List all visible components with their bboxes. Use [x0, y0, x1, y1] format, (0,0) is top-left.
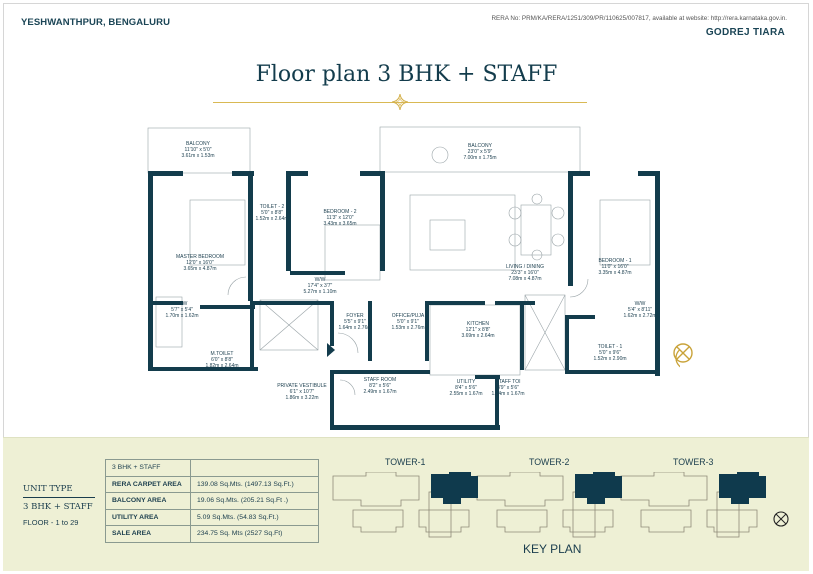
row-value: 5.09 Sq.Mts. (54.83 Sq.Ft.) — [190, 508, 319, 526]
table-row: RERA CARPET AREA 139.08 Sq.Mts. (1497.13… — [105, 475, 319, 493]
svg-text:8'2" x 5'6": 8'2" x 5'6" — [369, 383, 391, 389]
title-divider — [213, 102, 587, 103]
rera-note: RERA No: PRM/KA/RERA/1251/309/PR/110625/… — [491, 15, 787, 22]
svg-text:5'0" x 9'6": 5'0" x 9'6" — [599, 350, 621, 356]
svg-text:STAFF TOI: STAFF TOI — [495, 379, 520, 385]
floor-range: FLOOR - 1 to 29 — [23, 518, 79, 527]
svg-text:TOILET - 2: TOILET - 2 — [260, 204, 285, 210]
svg-text:12'0" x 16'0": 12'0" x 16'0" — [186, 260, 214, 266]
svg-text:M.TOILET: M.TOILET — [211, 351, 234, 357]
tower-3-label: TOWER-3 — [673, 457, 714, 467]
north-compass-icon — [673, 343, 693, 363]
svg-text:1.52m x 2.90m: 1.52m x 2.90m — [593, 356, 626, 362]
row-value: 19.06 Sq.Mts. (205.21 Sq.Ft .) — [190, 492, 319, 510]
svg-text:W/W: W/W — [177, 301, 188, 307]
svg-text:6'0" x 8'8": 6'0" x 8'8" — [211, 357, 233, 363]
svg-text:KITCHEN: KITCHEN — [467, 321, 489, 327]
svg-text:BEDROOM - 1: BEDROOM - 1 — [598, 258, 631, 264]
table-row: 3 BHK + STAFF — [105, 459, 319, 477]
svg-text:2.55m x 1.67m: 2.55m x 1.67m — [449, 391, 482, 397]
svg-text:1.70m x 1.62m: 1.70m x 1.62m — [165, 313, 198, 319]
row-value: 139.08 Sq.Mts. (1497.13 Sq.Ft.) — [190, 475, 319, 493]
details-panel: UNIT TYPE 3 BHK + STAFF FLOOR - 1 to 29 … — [3, 437, 809, 571]
unit-type-block: UNIT TYPE 3 BHK + STAFF FLOOR - 1 to 29 — [23, 484, 95, 527]
svg-text:LIVING / DINING: LIVING / DINING — [506, 264, 544, 270]
table-cell — [190, 459, 319, 477]
brand-name: GODREJ TIARA — [705, 27, 785, 38]
svg-text:W/W: W/W — [315, 277, 326, 283]
svg-text:BEDROOM - 2: BEDROOM - 2 — [323, 209, 356, 215]
unit-type-value: 3 BHK + STAFF — [23, 502, 93, 512]
svg-text:3.61m x 1.53m: 3.61m x 1.53m — [181, 153, 214, 159]
svg-text:MASTER BEDROOM: MASTER BEDROOM — [176, 254, 224, 260]
key-plan-drawing — [332, 472, 766, 538]
svg-text:5'4" x 8'11": 5'4" x 8'11" — [628, 307, 652, 313]
svg-text:6'1" x 10'7": 6'1" x 10'7" — [290, 389, 315, 395]
svg-text:8'4" x 5'6": 8'4" x 5'6" — [455, 385, 477, 391]
svg-text:1.64m x 2.76m: 1.64m x 2.76m — [338, 325, 371, 331]
row-label: BALCONY AREA — [105, 492, 191, 510]
svg-text:TOILET - 1: TOILET - 1 — [598, 344, 623, 350]
svg-text:W/W: W/W — [635, 301, 646, 307]
area-table: 3 BHK + STAFF RERA CARPET AREA 139.08 Sq… — [105, 459, 319, 543]
svg-text:OFFICE/PUJA: OFFICE/PUJA — [392, 313, 425, 319]
svg-text:23'0" x 5'9": 23'0" x 5'9" — [468, 149, 493, 155]
key-plan-label: KEY PLAN — [523, 542, 582, 556]
svg-text:5.27m x 1.10m: 5.27m x 1.10m — [303, 289, 336, 295]
tower-2-label: TOWER-2 — [529, 457, 570, 467]
row-label: SALE AREA — [105, 525, 191, 543]
svg-text:7.00m x 1.75m: 7.00m x 1.75m — [463, 155, 496, 161]
svg-text:FOYER: FOYER — [346, 313, 364, 319]
page-title: Floor plan 3 BHK + STAFF — [255, 62, 558, 87]
svg-text:1.53m x 2.76m: 1.53m x 2.76m — [391, 325, 424, 331]
svg-text:BALCONY: BALCONY — [468, 143, 493, 149]
ornament-diamond-icon — [392, 94, 408, 110]
svg-text:1.82m x 2.64m: 1.82m x 2.64m — [205, 363, 238, 369]
key-plan: TOWER-1 TOWER-2 TOWER-3 — [323, 438, 809, 572]
svg-text:17'4" x 3'7": 17'4" x 3'7" — [308, 283, 333, 289]
svg-text:5'0" x 8'8": 5'0" x 8'8" — [261, 210, 283, 216]
project-location: YESHWANTHPUR, BENGALURU — [21, 17, 171, 28]
table-row: UTILITY AREA 5.09 Sq.Mts. (54.83 Sq.Ft.) — [105, 508, 319, 526]
row-label: UTILITY AREA — [105, 508, 191, 526]
svg-text:UTILITY: UTILITY — [457, 379, 476, 385]
svg-text:11'0" x 16'0": 11'0" x 16'0" — [601, 264, 628, 270]
svg-text:1.14m x 1.67m: 1.14m x 1.67m — [491, 391, 524, 397]
svg-text:STAFF ROOM: STAFF ROOM — [364, 377, 396, 383]
svg-text:3.69m x 2.64m: 3.69m x 2.64m — [461, 333, 494, 339]
table-header-cell: 3 BHK + STAFF — [105, 459, 191, 477]
svg-text:BALCONY: BALCONY — [186, 141, 211, 147]
svg-text:5'7" x 5'4": 5'7" x 5'4" — [171, 307, 193, 313]
svg-text:2.49m x 1.67m: 2.49m x 1.67m — [363, 389, 396, 395]
svg-text:1.62m x 2.72m: 1.62m x 2.72m — [623, 313, 656, 319]
svg-text:PRIVATE VESTIBULE: PRIVATE VESTIBULE — [277, 383, 327, 389]
unit-type-label: UNIT TYPE — [23, 484, 95, 498]
svg-text:11'3" x 12'0": 11'3" x 12'0" — [326, 215, 353, 221]
table-row: BALCONY AREA 19.06 Sq.Mts. (205.21 Sq.Ft… — [105, 492, 319, 510]
svg-text:12'1" x 8'8": 12'1" x 8'8" — [466, 327, 491, 333]
svg-text:1.86m x 3.22m: 1.86m x 3.22m — [285, 395, 318, 401]
svg-text:3.35m x 4.87m: 3.35m x 4.87m — [598, 270, 631, 276]
row-value: 234.75 Sq. Mts (2527 Sq.Ft) — [190, 525, 319, 543]
row-label: RERA CARPET AREA — [105, 475, 191, 493]
svg-text:1.52m x 2.64m: 1.52m x 2.64m — [255, 216, 288, 222]
tower-1-label: TOWER-1 — [385, 457, 426, 467]
svg-text:23'3" x 16'0": 23'3" x 16'0" — [511, 270, 539, 276]
svg-text:5'0" x 9'1": 5'0" x 9'1" — [397, 319, 419, 325]
svg-text:3.65m x 4.87m: 3.65m x 4.87m — [183, 266, 216, 272]
svg-text:7.08m x 4.87m: 7.08m x 4.87m — [508, 276, 541, 282]
svg-text:3.43m x 3.65m: 3.43m x 3.65m — [323, 221, 356, 227]
svg-text:3'9" x 5'6": 3'9" x 5'6" — [497, 385, 519, 391]
svg-text:11'10" x 5'0": 11'10" x 5'0" — [184, 147, 211, 153]
svg-text:5'5" x 9'1": 5'5" x 9'1" — [344, 319, 366, 325]
key-plan-north-icon — [773, 511, 789, 527]
table-row: SALE AREA 234.75 Sq. Mts (2527 Sq.Ft) — [105, 525, 319, 543]
